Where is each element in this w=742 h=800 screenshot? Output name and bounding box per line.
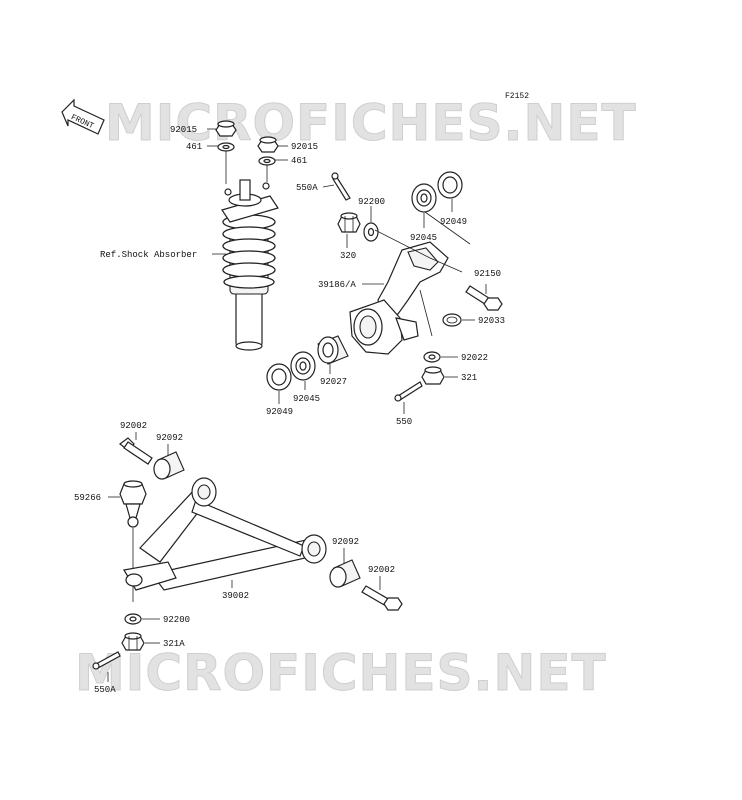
label-92002-left: 92002 [120,421,147,431]
bushing-92092-right[interactable] [329,559,361,588]
watermark-top: MICROFICHES.NET [105,94,637,152]
castle-nut-320[interactable] [337,212,361,233]
label-550: 550 [396,417,412,427]
label-92200-top: 92200 [358,197,385,207]
washer-92022[interactable] [423,351,441,363]
label-92200-bottom: 92200 [163,615,190,625]
washer-92200-top[interactable] [363,222,379,242]
castle-nut-321A[interactable] [121,632,145,651]
label-92027: 92027 [320,377,347,387]
seal-92049-top[interactable] [437,171,463,199]
washer-461-left[interactable] [217,142,235,152]
seal-92049-bottom[interactable] [266,363,292,391]
label-320: 320 [340,251,356,261]
ref-shock-absorber-label: Ref.Shock Absorber [100,250,197,260]
washer-92200-bottom[interactable] [124,613,142,625]
label-92049-bottom: 92049 [266,407,293,417]
label-92033: 92033 [478,316,505,326]
label-92092-right: 92092 [332,537,359,547]
label-321A: 321A [163,639,185,649]
label-92015-right: 92015 [291,142,318,152]
washer-461-right[interactable] [258,156,276,166]
label-39002: 39002 [222,591,249,601]
label-461-right: 461 [291,156,307,166]
label-92092-left: 92092 [156,433,183,443]
bearing-92045-top[interactable] [411,183,437,213]
watermark-bottom: MICROFICHES.NET [75,644,607,702]
label-92015-left: 92015 [170,125,197,135]
label-550A-bottom: 550A [94,685,116,695]
bolt-92150[interactable] [465,285,503,311]
bolt-92002-left[interactable] [119,437,153,465]
spacer-92027[interactable] [317,335,349,365]
label-92022: 92022 [461,353,488,363]
nut-92015-right[interactable] [257,136,279,153]
label-39186A: 39186/A [318,280,356,290]
cotter-pin-550[interactable] [394,381,423,402]
label-92150: 92150 [474,269,501,279]
bolt-92002-right[interactable] [361,585,403,611]
label-59266: 59266 [74,493,101,503]
ball-joint-59266[interactable] [119,480,147,528]
nut-92015-left[interactable] [215,120,237,137]
label-92045-top: 92045 [410,233,437,243]
label-550A-top: 550A [296,183,318,193]
steering-knuckle-39186A[interactable] [349,241,449,355]
figure-code: F2152 [505,92,529,101]
cotter-pin-550A-bottom[interactable] [92,651,121,670]
label-92045-bottom: 92045 [293,394,320,404]
bearing-92045-bottom[interactable] [290,351,316,381]
label-92049-top: 92049 [440,217,467,227]
cotter-pin-550A-top[interactable] [331,172,351,201]
shock-absorber[interactable] [221,179,279,351]
label-92002-right: 92002 [368,565,395,575]
label-461-left: 461 [186,142,202,152]
label-321: 321 [461,373,477,383]
castle-nut-321[interactable] [421,366,445,385]
bushing-92092-left[interactable] [153,451,185,480]
front-arrow-icon: FRONT [61,98,105,135]
circlip-92033[interactable] [442,313,462,327]
a-arm-39002[interactable] [123,477,327,591]
